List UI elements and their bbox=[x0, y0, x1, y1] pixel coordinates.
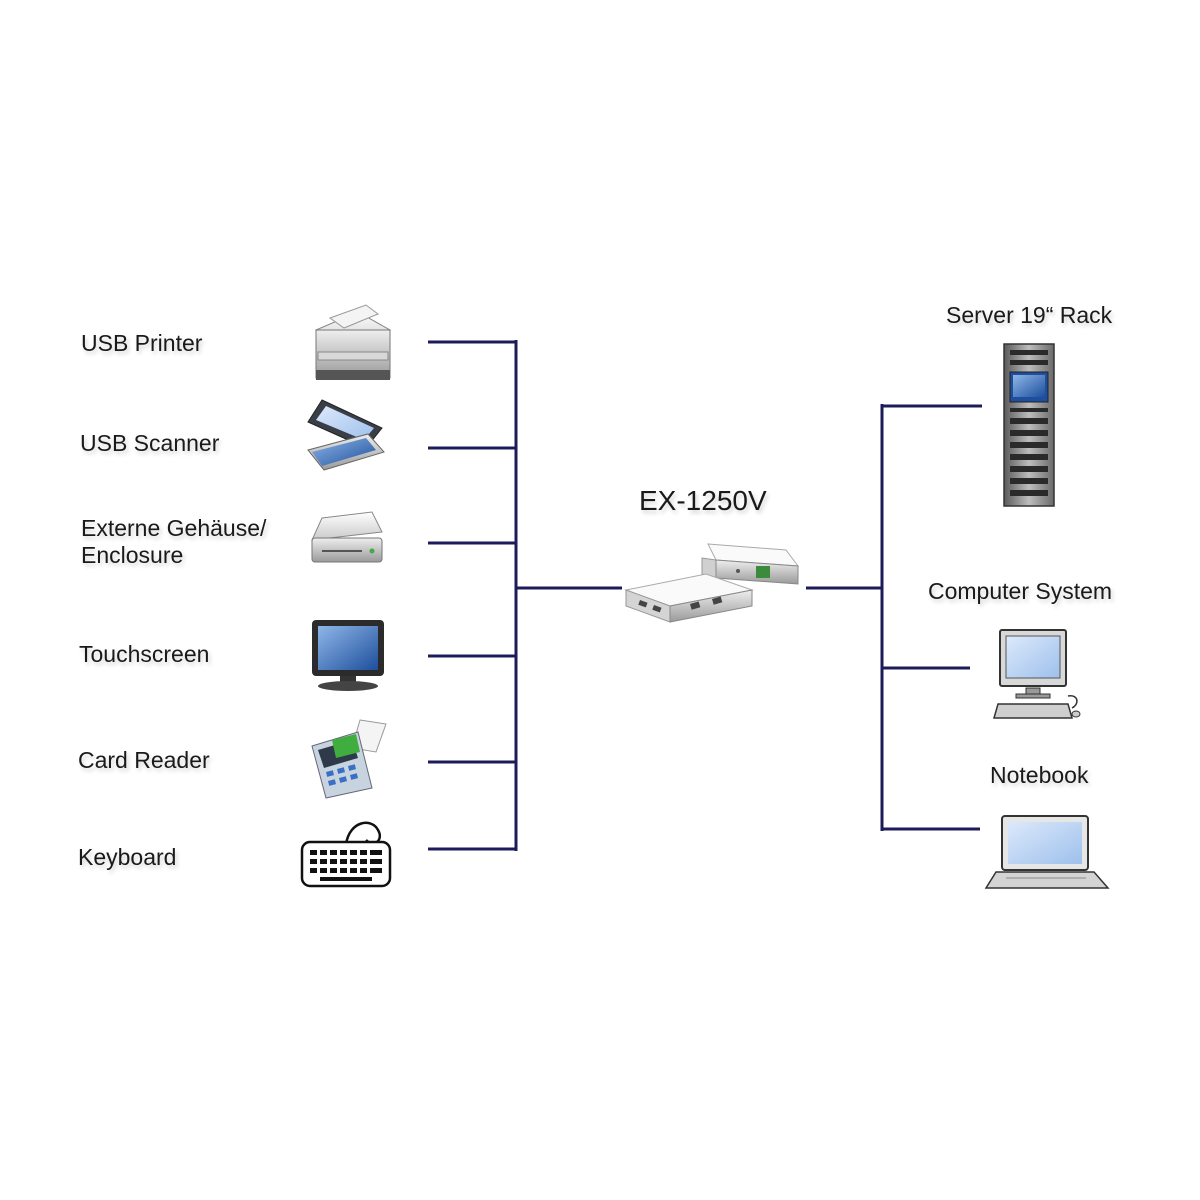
card-reader-icon bbox=[311, 719, 387, 799]
server-rack-icon bbox=[1003, 343, 1055, 507]
label-server-rack: Server 19“ Rack bbox=[946, 302, 1113, 328]
label-card-reader: Card Reader bbox=[78, 747, 210, 773]
label-keyboard: Keyboard bbox=[78, 844, 177, 870]
label-touchscreen: Touchscreen bbox=[79, 641, 210, 667]
laptop-icon bbox=[984, 815, 1110, 889]
enclosure-icon bbox=[311, 511, 383, 563]
touchscreen-icon bbox=[312, 620, 384, 691]
label-notebook: Notebook bbox=[990, 762, 1089, 788]
label-enclosure-line2: Enclosure bbox=[81, 542, 184, 568]
usb-hub-device-icon bbox=[624, 543, 800, 623]
label-enclosure-line1: Externe Gehäuse/ bbox=[81, 515, 267, 541]
printer-icon bbox=[314, 304, 392, 380]
scanner-icon bbox=[307, 399, 385, 471]
label-hub: EX-1250V bbox=[639, 485, 767, 516]
label-usb-scanner: USB Scanner bbox=[80, 430, 220, 456]
keyboard-icon bbox=[300, 821, 392, 888]
desktop-computer-icon bbox=[993, 629, 1081, 719]
connection-lines bbox=[428, 340, 982, 851]
label-usb-printer: USB Printer bbox=[81, 330, 203, 356]
label-computer-system: Computer System bbox=[928, 578, 1113, 604]
label-enclosure: Externe Gehäuse/ Enclosure bbox=[81, 515, 266, 569]
